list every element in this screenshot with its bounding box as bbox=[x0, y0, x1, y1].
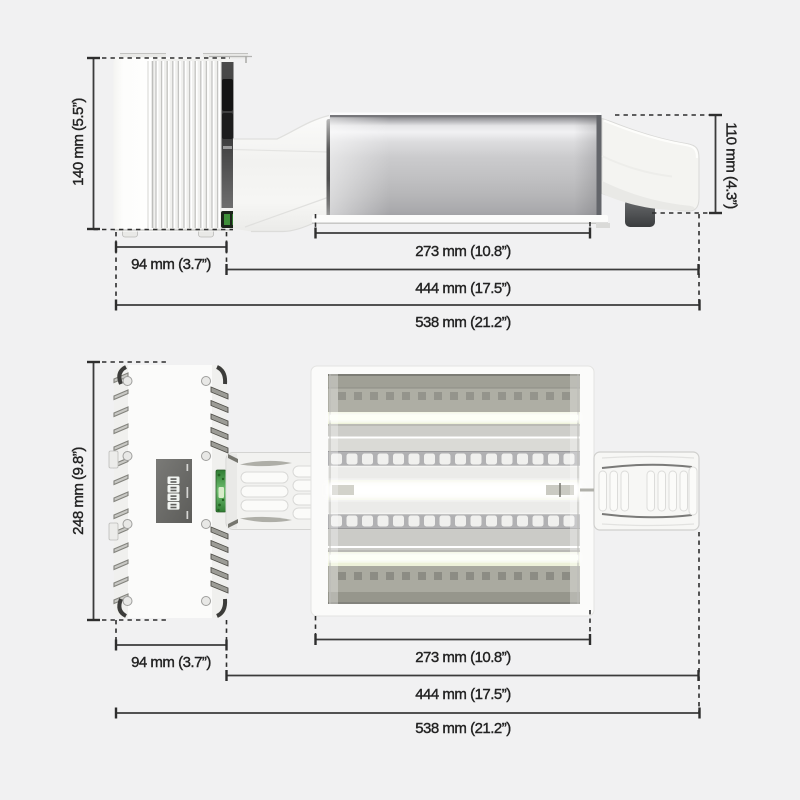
svg-text:94 mm (3.7”): 94 mm (3.7”) bbox=[131, 256, 211, 273]
svg-text:273 mm (10.8”): 273 mm (10.8”) bbox=[415, 649, 511, 666]
svg-text:140 mm (5.5”): 140 mm (5.5”) bbox=[70, 98, 87, 186]
svg-text:538 mm (21.2”): 538 mm (21.2”) bbox=[415, 314, 511, 331]
svg-text:444 mm (17.5”): 444 mm (17.5”) bbox=[415, 280, 511, 297]
svg-text:110 mm (4.3”): 110 mm (4.3”) bbox=[723, 122, 740, 209]
svg-text:273 mm (10.8”): 273 mm (10.8”) bbox=[415, 243, 511, 260]
svg-text:94 mm (3.7”): 94 mm (3.7”) bbox=[131, 654, 211, 671]
svg-text:444 mm (17.5”): 444 mm (17.5”) bbox=[415, 686, 511, 703]
svg-text:248 mm (9.8”): 248 mm (9.8”) bbox=[70, 447, 87, 535]
svg-text:538 mm (21.2”): 538 mm (21.2”) bbox=[415, 720, 511, 737]
